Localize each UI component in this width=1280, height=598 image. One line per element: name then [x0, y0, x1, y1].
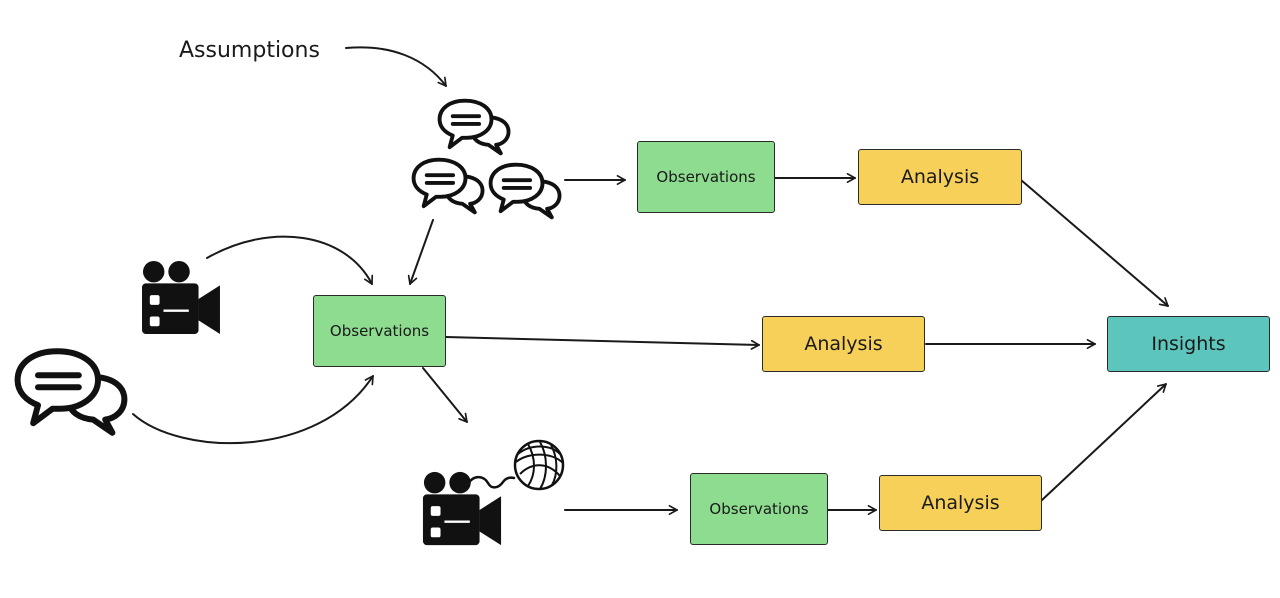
chat-bubbles-icon — [488, 162, 562, 220]
observations-box-top: Observations — [637, 141, 775, 213]
assumptions-label: Assumptions — [179, 38, 320, 63]
arrow-obs-mid-to-analysis-mid — [445, 336, 760, 350]
arrow-analysis-bottom-to-insights — [1041, 383, 1167, 501]
observations-box-bottom: Observations — [690, 473, 828, 545]
arrow-camera-to-obs-mid — [206, 235, 374, 285]
analysis-box-middle: Analysis — [762, 316, 925, 372]
chat-bubbles-icon — [437, 98, 511, 156]
observations-box-middle: Observations — [313, 295, 446, 367]
insights-box: Insights — [1107, 316, 1270, 372]
arrow-analysis-top-to-insights — [1020, 179, 1169, 307]
video-camera-icon — [140, 260, 222, 336]
chat-bubbles-icon — [18, 351, 125, 433]
yarn-ball-icon — [466, 439, 565, 491]
analysis-box-top: Analysis — [858, 149, 1022, 205]
arrow-chats-to-obs-mid — [407, 219, 434, 285]
arrow-obs-mid-to-camera-bottom — [422, 367, 468, 423]
arrow-chat-left-to-obs-mid — [132, 375, 374, 445]
chat-bubbles-icon — [411, 157, 485, 215]
analysis-box-bottom: Analysis — [879, 475, 1042, 531]
arrow-assumptions-to-chats — [345, 46, 447, 87]
